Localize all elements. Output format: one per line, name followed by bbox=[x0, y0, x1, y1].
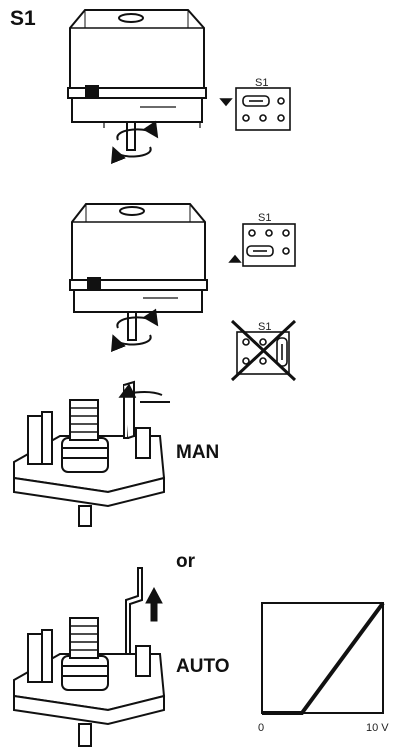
chart-frame bbox=[261, 602, 384, 714]
label-man: MAN bbox=[176, 442, 220, 463]
connector-s1-a bbox=[219, 87, 291, 131]
label-or: or bbox=[176, 551, 195, 572]
connector-s1-b bbox=[228, 223, 296, 267]
actuator-top bbox=[67, 9, 207, 165]
connector-s1-invalid bbox=[230, 319, 297, 382]
arrow-up-icon bbox=[145, 586, 163, 622]
chart-line bbox=[262, 601, 385, 715]
x-tick-start: 0 bbox=[258, 722, 264, 734]
actuator-middle bbox=[69, 203, 208, 353]
mechanism-auto bbox=[13, 567, 166, 747]
label-auto: AUTO bbox=[176, 656, 230, 677]
x-tick-end: 10 V bbox=[366, 722, 389, 734]
page-title: S1 bbox=[10, 7, 36, 30]
voltage-chart: 0 10 V bbox=[258, 601, 389, 734]
mechanism-man bbox=[13, 380, 170, 527]
